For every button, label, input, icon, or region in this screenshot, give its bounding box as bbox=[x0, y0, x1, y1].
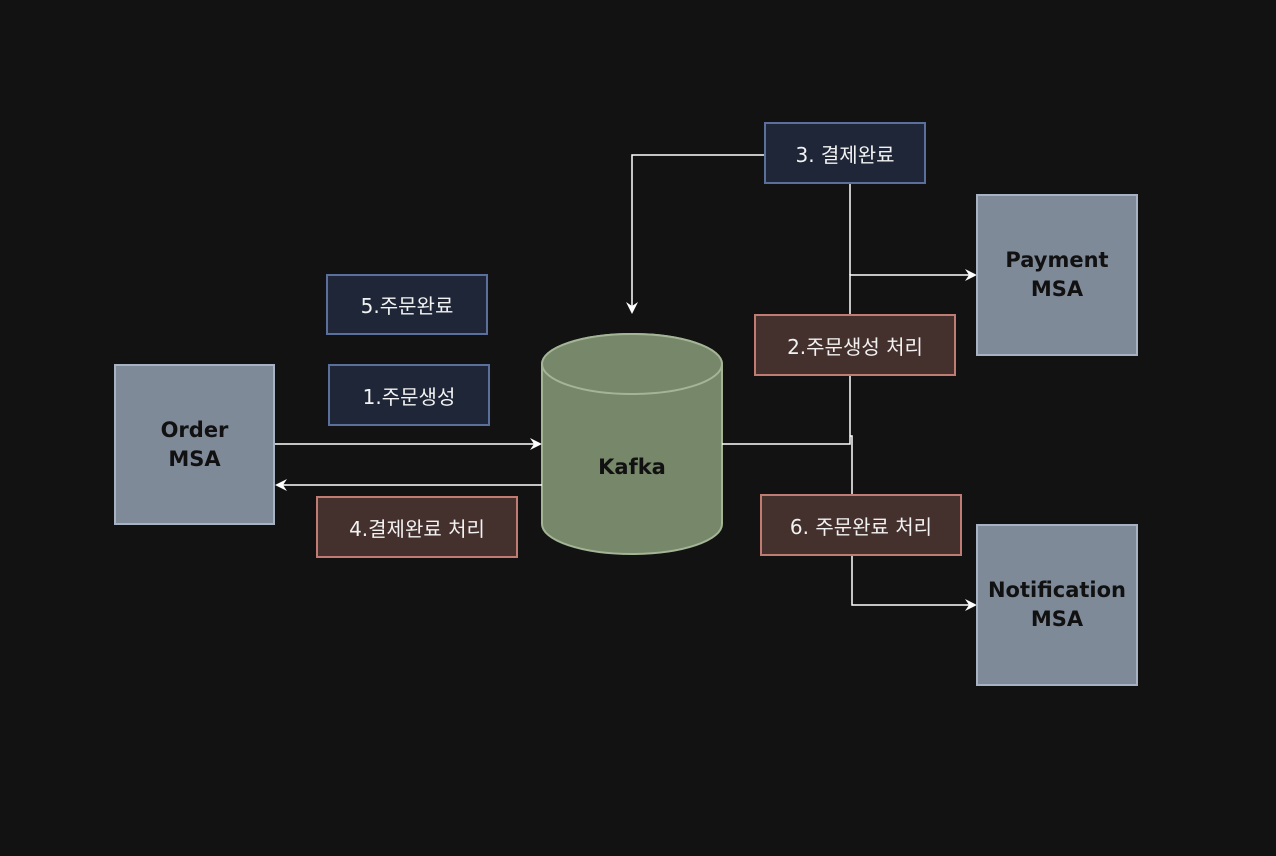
arrow-payment-to-kafka bbox=[626, 154, 766, 314]
payment-msa-node: Payment MSA bbox=[976, 194, 1138, 356]
payment-msa-line2: MSA bbox=[1030, 277, 1084, 301]
step3-label: 3. 결제완료 bbox=[764, 122, 926, 184]
kafka-label: Kafka bbox=[598, 455, 666, 479]
notification-msa-node: Notification MSA bbox=[976, 524, 1138, 686]
step1-label: 1.주문생성 bbox=[328, 364, 490, 426]
order-msa-line1: Order bbox=[160, 417, 229, 442]
kafka-cylinder bbox=[541, 333, 723, 555]
payment-msa-line1: Payment bbox=[1005, 248, 1109, 272]
notification-msa-line1: Notification bbox=[987, 578, 1127, 602]
step2-label: 2.주문생성 처리 bbox=[754, 314, 956, 376]
order-msa-line2: MSA bbox=[168, 446, 221, 471]
step5-label: 5.주문완료 bbox=[326, 274, 488, 335]
step4-label: 4.결제완료 처리 bbox=[316, 496, 518, 558]
notification-msa-line2: MSA bbox=[1030, 607, 1084, 631]
step6-label: 6. 주문완료 처리 bbox=[760, 494, 962, 556]
order-msa-node: Order MSA bbox=[114, 364, 275, 525]
